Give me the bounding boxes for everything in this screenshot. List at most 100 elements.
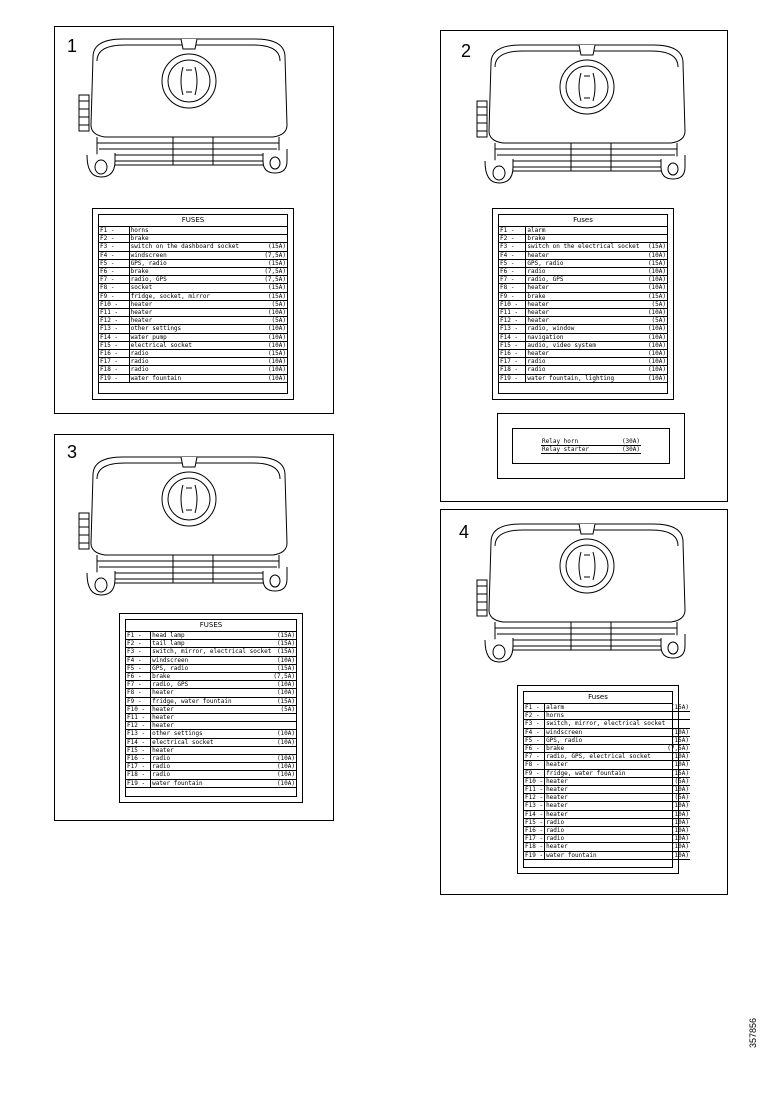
fuse-id: F11 -	[99, 308, 130, 318]
fuse-row: F8 -heater(10A)	[524, 760, 690, 770]
fuse-id: F4 -	[524, 728, 546, 737]
fuse-table-title: FUSES	[99, 215, 287, 227]
fuse-row: F17 -radio(10A)	[99, 357, 287, 367]
fuse-circuit: brake	[129, 267, 264, 277]
fuse-id: F19 -	[99, 374, 130, 383]
fuse-id: F3 -	[126, 647, 152, 657]
fuse-id: F16 -	[524, 826, 546, 836]
fuse-row: F19 -water fountain(10A)	[99, 374, 287, 383]
fuse-rating: (10A)	[666, 810, 690, 819]
fuse-row: F6 -brake(7,5A)	[99, 267, 287, 277]
fuse-table-title: Fuses	[499, 215, 667, 227]
fuse-id: F2 -	[499, 234, 527, 244]
fuse-row: F8 -heater(10A)	[126, 688, 296, 698]
fuse-row: F15 -heater	[126, 746, 296, 756]
fuse-row: F8 -socket(15A)	[99, 283, 287, 293]
fuse-circuit: GPS, radio	[150, 664, 273, 674]
fuse-rating: (15A)	[272, 647, 296, 657]
fuse-id: F15 -	[524, 818, 546, 828]
fuse-id: F14 -	[126, 738, 152, 747]
fuse-rating	[272, 713, 296, 723]
fuse-id: F9 -	[126, 697, 152, 706]
fuse-row: F1 -alarm	[499, 227, 667, 236]
reference-code: 357856	[748, 1017, 758, 1048]
fuse-circuit: brake	[525, 292, 647, 301]
fuse-rating: (15A)	[272, 664, 296, 674]
fuse-rating: (10A)	[272, 688, 296, 698]
fuse-id: F2 -	[99, 234, 130, 244]
fuse-circuit: other settings	[150, 729, 273, 739]
fuse-circuit: radio	[150, 754, 273, 764]
fuse-circuit: heater	[525, 349, 647, 359]
fuse-row: F5 -GPS, radio(15A)	[499, 259, 667, 269]
fuse-row: F18 -radio(10A)	[499, 365, 667, 375]
fuse-circuit: heater	[544, 785, 667, 795]
fuse-row: F19 -water fountain(10A)	[524, 851, 690, 860]
fuse-rating: (10A)	[666, 851, 690, 860]
fuse-rating: (10A)	[666, 826, 690, 836]
fuse-circuit: horns	[129, 227, 264, 236]
relay-row: Relay starter(30A)	[541, 445, 641, 454]
fuse-row: F13 -other settings(10A)	[99, 324, 287, 334]
fuse-rating: (10A)	[263, 341, 287, 351]
fuse-id: F3 -	[524, 719, 546, 729]
fuse-rating: (15A)	[272, 632, 296, 641]
fuse-circuit: heater	[544, 760, 667, 770]
fuse-row: F14 -electrical socket(10A)	[126, 738, 296, 747]
fuse-circuit: switch on the dashboard socket	[129, 242, 264, 252]
fuse-rating: (5A)	[646, 300, 667, 310]
fuse-row: F11 -heater(10A)	[99, 308, 287, 318]
fuse-id: F8 -	[99, 283, 130, 293]
fuse-circuit: brake	[525, 234, 647, 244]
fuse-row: F10 -heater(5A)	[524, 777, 690, 787]
fuse-row: F6 -brake(7,5A)	[524, 744, 690, 754]
relay-table: Relay horn(30A)Relay starter(30A)	[541, 438, 641, 454]
fuse-rating: (10A)	[646, 365, 667, 375]
fuse-id: F16 -	[99, 349, 130, 359]
fuse-circuit: other settings	[129, 324, 264, 334]
fuse-row: F13 -radio, window(10A)	[499, 324, 667, 334]
fuse-circuit: GPS, radio	[525, 259, 647, 269]
fuse-rating: (5A)	[646, 316, 667, 326]
fuse-circuit: fridge, water fountain	[150, 697, 273, 706]
fuse-circuit: radio	[525, 365, 647, 375]
fuse-rating: (10A)	[646, 324, 667, 334]
fuse-row: F9 -fridge, socket, mirror(15A)	[99, 292, 287, 301]
fuse-id: F6 -	[499, 267, 527, 277]
fuse-circuit: windscreen	[544, 728, 667, 737]
fuse-rating	[272, 721, 296, 731]
fuse-circuit: audio, video system	[525, 341, 647, 351]
fuse-row: F3 -switch on the electrical socket(15A)	[499, 242, 667, 252]
fuse-circuit: radio, GPS, electrical socket	[544, 752, 667, 762]
fuse-circuit: switch on the electrical socket	[525, 242, 647, 252]
fuse-row: F18 -heater(10A)	[524, 842, 690, 852]
fuse-row: F16 -radio(10A)	[524, 826, 690, 836]
fuse-circuit: radio	[150, 762, 273, 772]
fuse-row: F14 -navigation(10A)	[499, 333, 667, 342]
fuse-id: F7 -	[126, 680, 152, 690]
fuse-circuit: windscreen	[150, 656, 273, 665]
fuse-box-illustration	[476, 44, 686, 184]
fuse-id: F6 -	[126, 672, 152, 682]
fuse-id: F16 -	[499, 349, 527, 359]
fuse-row: F7 -radio, GPS(7,5A)	[99, 275, 287, 285]
fuse-rating: (15A)	[666, 736, 690, 746]
fuse-rating: (5A)	[263, 300, 287, 310]
fuse-row: F17 -radio(10A)	[126, 762, 296, 772]
fuse-circuit: windscreen	[129, 251, 264, 260]
fuse-row: F10 -heater(5A)	[499, 300, 667, 310]
fuse-circuit: water fountain, lighting	[525, 374, 647, 383]
fuse-rating: (15A)	[646, 292, 667, 301]
fuse-rating: (15A)	[263, 283, 287, 293]
fuse-table-title: FUSES	[126, 620, 296, 632]
fuse-row: F2 -tail lamp(15A)	[126, 639, 296, 649]
fuse-id: F14 -	[524, 810, 546, 819]
fuse-table-title: Fuses	[524, 692, 672, 704]
fuse-rating: (10A)	[263, 374, 287, 383]
fuse-id: F10 -	[126, 705, 152, 715]
fuse-id: F5 -	[126, 664, 152, 674]
